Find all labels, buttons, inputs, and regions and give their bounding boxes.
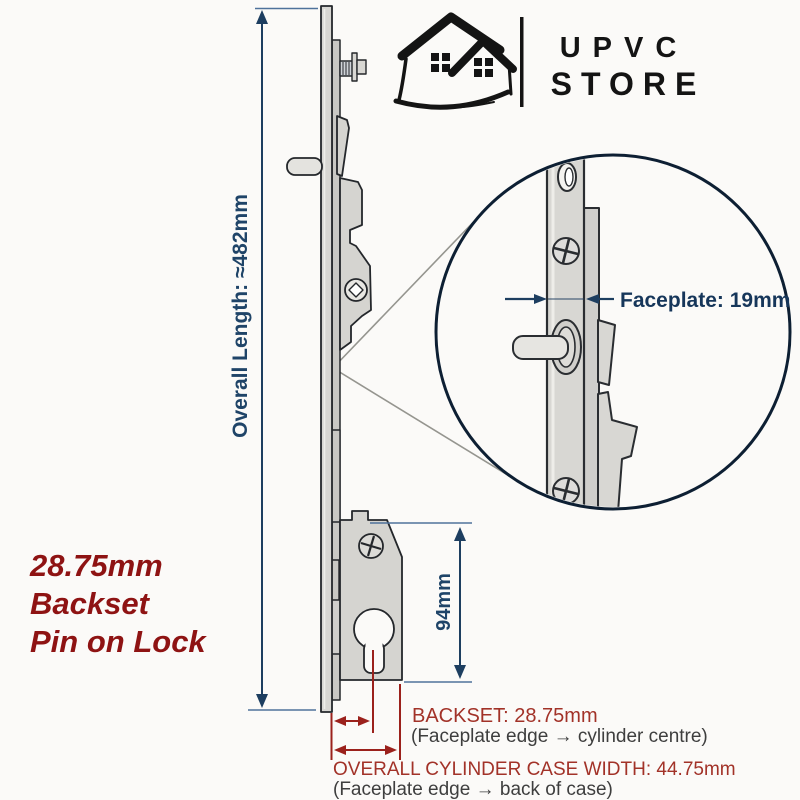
backset-dimensions [330, 650, 401, 760]
arrowhead-down-icon [454, 665, 466, 679]
detail-screw-lower [552, 477, 580, 505]
faceplate-thickness-label: Faceplate: 19mm [620, 289, 790, 312]
overall-length-label: Overall Length: ≈482mm [229, 194, 252, 438]
arrowhead-left-icon [334, 745, 346, 755]
faceplate [320, 5, 333, 713]
arrowhead-right-icon [358, 716, 370, 726]
arrowhead-right-icon [385, 745, 397, 755]
arrowhead-right-icon [534, 294, 547, 304]
callout-line-2: Backset [30, 586, 151, 621]
faceplate-thickness-dimension: Faceplate: 19mm [505, 289, 790, 312]
lock-side-view [286, 5, 403, 713]
detail-gearbox-step [597, 391, 638, 507]
arrowhead-up-icon [454, 527, 466, 541]
backset-label: BACKSET: 28.75mm [412, 705, 598, 727]
case-screw [358, 533, 384, 559]
case-width-label: OVERALL CYLINDER CASE WIDTH: 44.75mm [333, 759, 736, 780]
arrowhead-left-icon [334, 716, 346, 726]
callout-line-1: 28.75mm [29, 548, 163, 583]
detail-screw-upper [552, 237, 580, 265]
spindle-hole [344, 278, 368, 302]
detail-gearbox-wedge [597, 319, 616, 386]
overall-length-dimension: Overall Length: ≈482mm [229, 7, 318, 711]
backset-sublabel: (Faceplate edge → cylinder centre) [411, 726, 708, 747]
detail-oblong-hole-inner [564, 167, 574, 187]
brand-divider [520, 17, 524, 107]
callout-line-3: Pin on Lock [30, 624, 207, 659]
case-height-dimension: 94mm [370, 522, 472, 683]
arrowhead-left-icon [586, 294, 599, 304]
house-windows [431, 53, 493, 77]
adjustment-screw [339, 52, 367, 82]
arrowhead-down-icon [256, 694, 268, 708]
gearbox-body [339, 177, 372, 351]
brand-logo: UPVC STORE [393, 12, 706, 110]
arrowhead-up-icon [256, 10, 268, 24]
locking-pin [286, 157, 323, 176]
brand-name-line2: STORE [551, 66, 706, 102]
brand-name-line1: UPVC [560, 32, 689, 64]
twin-houses-icon [393, 12, 517, 110]
detail-leader-lines [332, 210, 520, 483]
case-height-label: 94mm [433, 573, 455, 631]
case-width-sublabel: (Faceplate edge → back of case) [333, 779, 613, 800]
detail-circle: Faceplate: 19mm [434, 153, 792, 511]
detail-locking-pin [512, 319, 582, 375]
backset-callout: 28.75mm Backset Pin on Lock [29, 548, 207, 659]
detail-rear-plate [583, 207, 600, 507]
top-guide-wedge [336, 115, 350, 177]
